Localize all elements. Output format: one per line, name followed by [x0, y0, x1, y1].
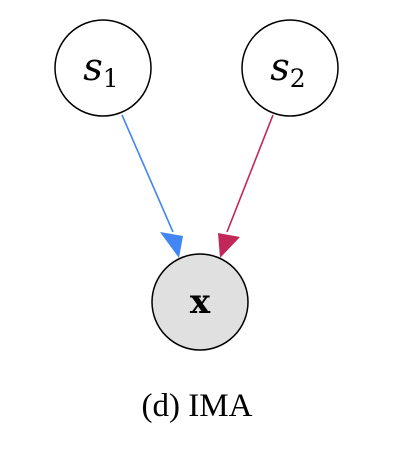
node-s1-symbol: s [83, 45, 103, 89]
node-s1-circle [54, 19, 152, 117]
node-x-label: x [190, 282, 211, 322]
node-s2-circle [241, 19, 339, 117]
edge-s2-to-x [226, 114, 274, 233]
node-s2-symbol: s [270, 45, 290, 89]
node-s1-label: s1 [83, 45, 118, 93]
node-s1: s1 [54, 19, 152, 117]
edge-s1-to-x [121, 114, 174, 233]
figure-caption: (d) IMA [142, 388, 253, 424]
node-s2: s2 [241, 19, 339, 117]
arrowhead-s1-to-x [160, 232, 183, 258]
arrowhead-s2-to-x [218, 233, 240, 258]
node-x-circle [151, 253, 249, 351]
node-s2-subscript: 2 [290, 64, 306, 93]
node-s2-label: s2 [270, 45, 305, 93]
edges [121, 114, 274, 258]
node-x: x [151, 253, 249, 351]
node-s1-subscript: 1 [103, 64, 119, 93]
